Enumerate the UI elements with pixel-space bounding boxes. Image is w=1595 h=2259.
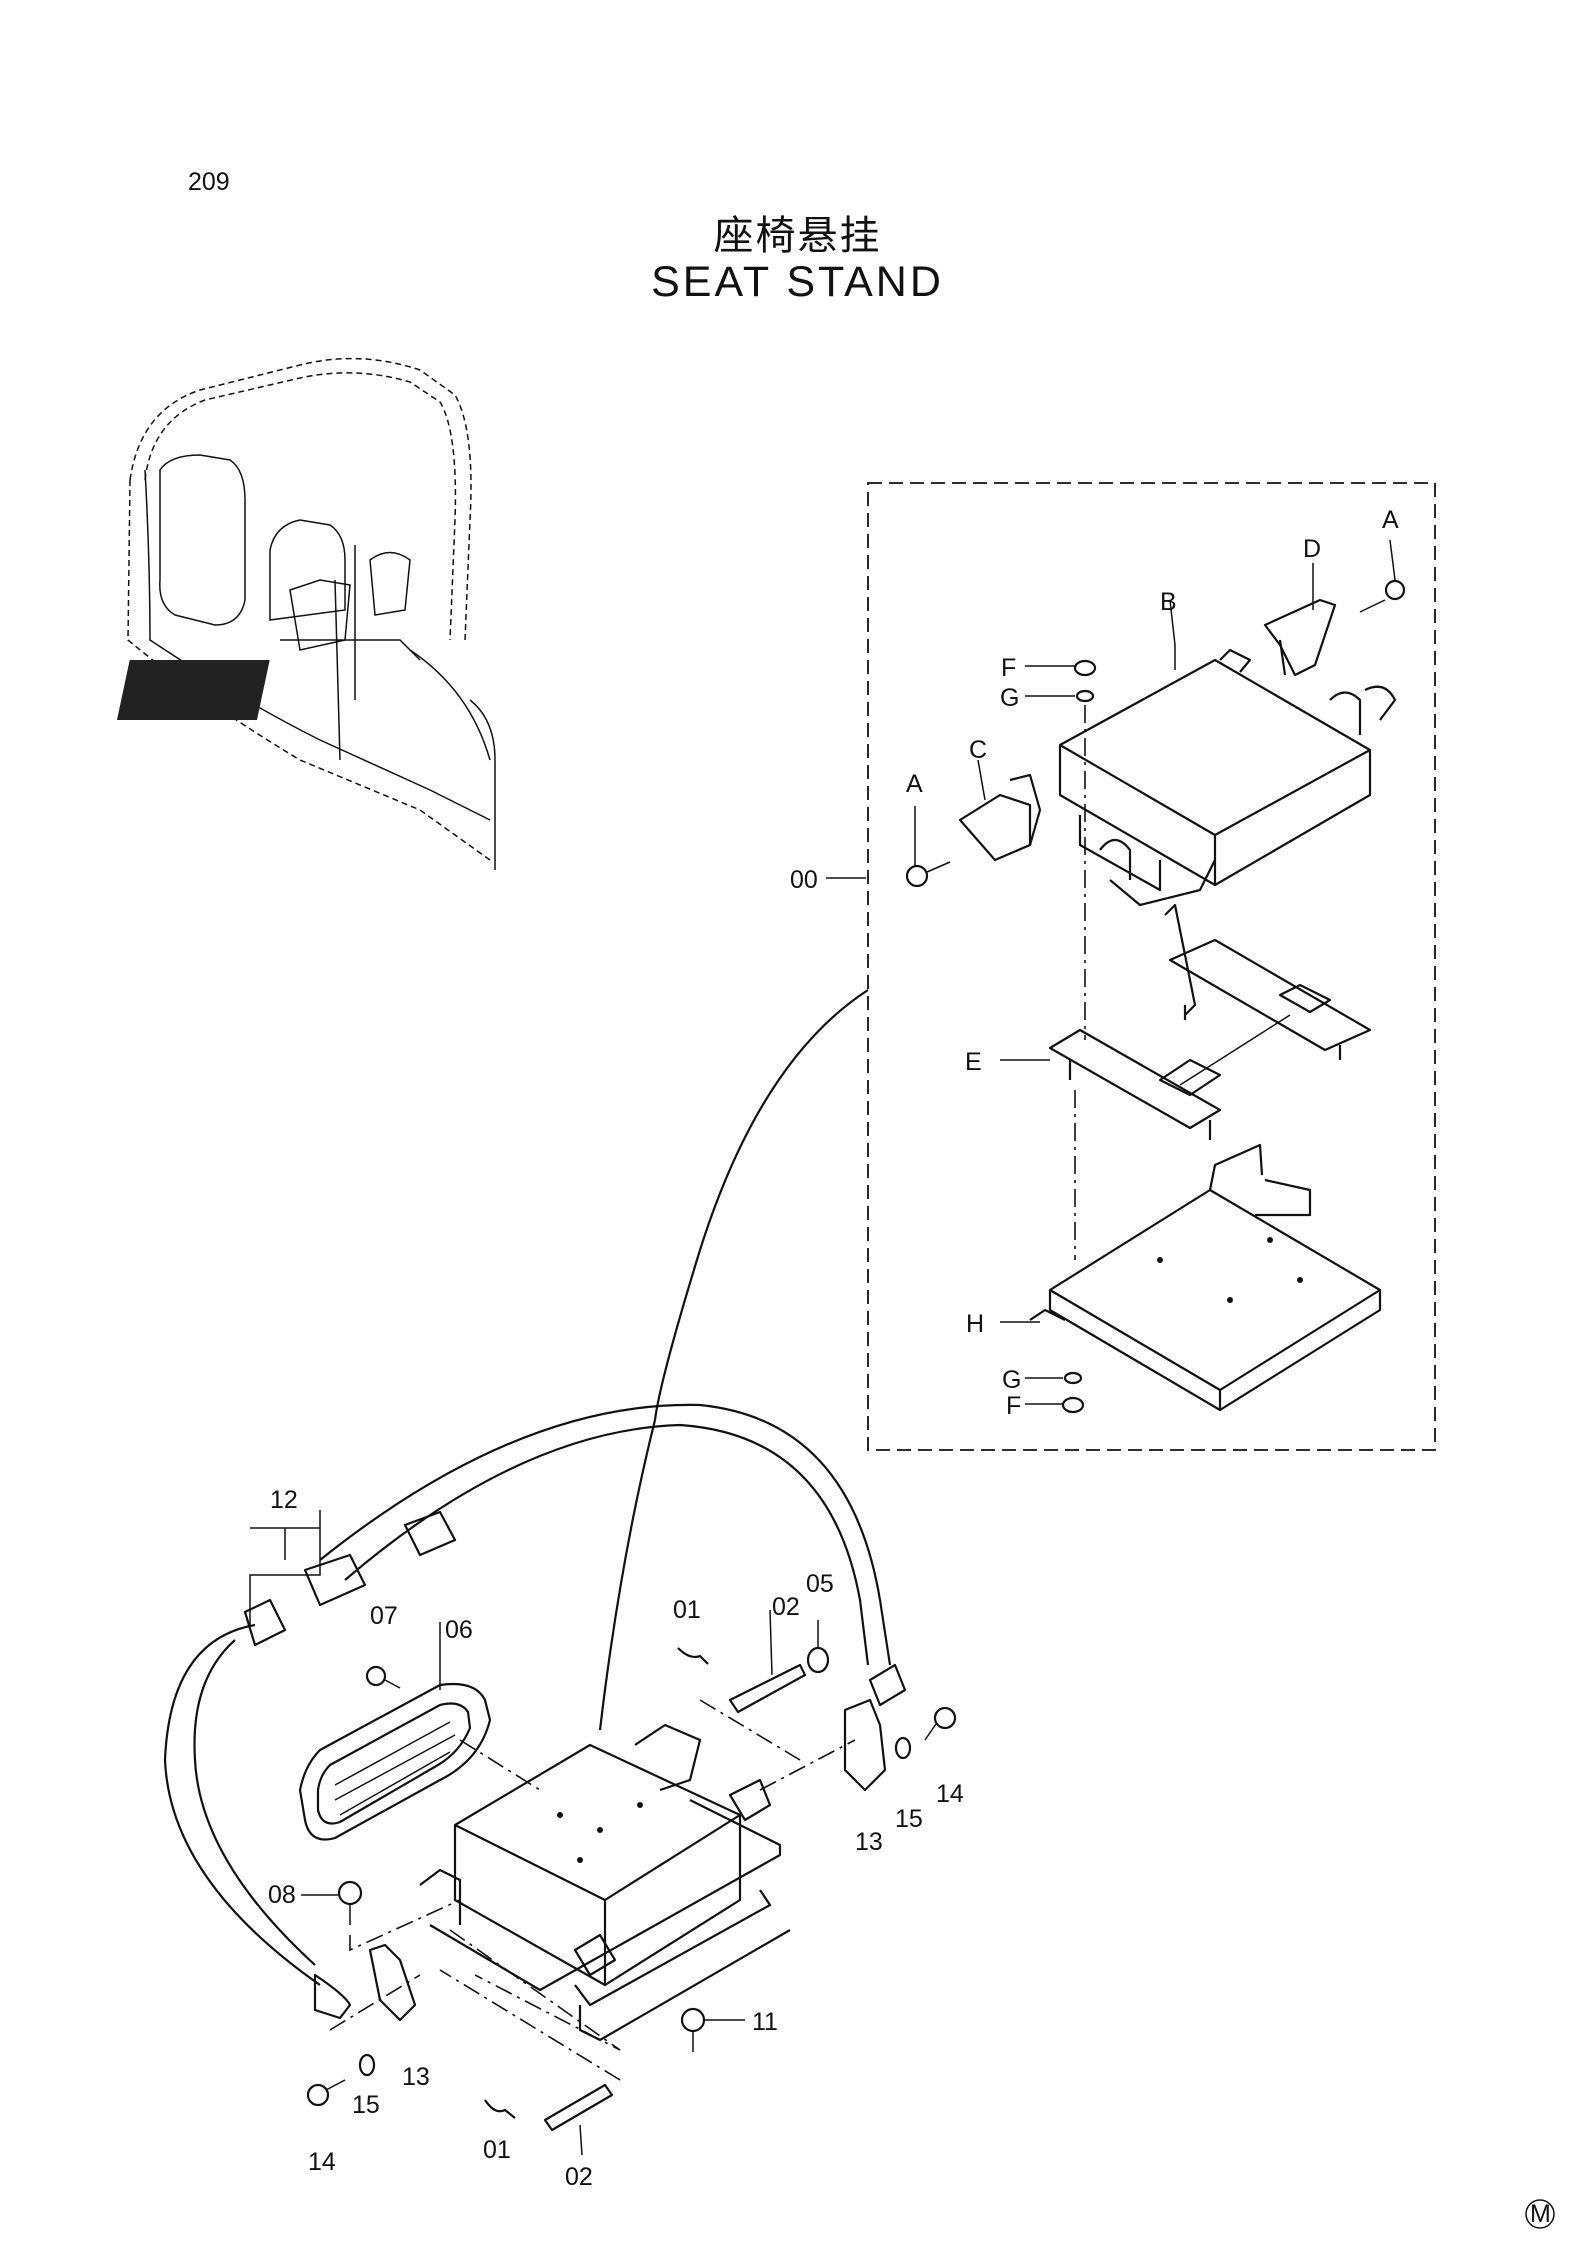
part-06-cover-plate — [298, 1682, 492, 1841]
callout-07: 07 — [370, 1602, 398, 1630]
callout-01-bottom: 01 — [483, 2136, 511, 2164]
seat-stand-assembly — [419, 1723, 791, 2042]
callout-a-left: A — [906, 770, 923, 798]
part-15-washer-right — [894, 1736, 912, 1760]
part-11-bolt — [680, 2007, 706, 2052]
callout-13-right: 13 — [855, 1828, 883, 1856]
part-12-seat-belt — [163, 1403, 907, 2020]
bolt-07 — [365, 1665, 401, 1689]
callout-02-bottom: 02 — [565, 2163, 593, 2191]
circled-m-mark: M — [1525, 2199, 1555, 2229]
part-01-pin-top — [677, 1647, 709, 1665]
part-h-base-plate — [1029, 1143, 1382, 1412]
bolt-a-top — [1359, 579, 1406, 613]
cab-overview-illustration — [116, 357, 496, 870]
callout-g-bottom: G — [1002, 1366, 1021, 1394]
callout-b: B — [1160, 588, 1177, 616]
callout-00: 00 — [790, 866, 818, 894]
part-13-bracket-right — [843, 1698, 887, 1792]
assembly-00-boundary — [867, 482, 1436, 1451]
callout-02-top: 02 — [772, 1593, 800, 1621]
part-08-bolt — [337, 1880, 363, 1925]
callout-d: D — [1303, 535, 1321, 563]
callout-f-top: F — [1001, 654, 1016, 682]
callout-14-left: 14 — [308, 2148, 336, 2176]
washer-g-top — [1075, 689, 1095, 703]
part-d-bracket — [1263, 598, 1337, 677]
callout-e: E — [965, 1048, 982, 1076]
page-number: 209 — [188, 168, 230, 196]
part-c-bracket — [958, 773, 1042, 862]
callout-c: C — [969, 736, 987, 764]
callout-11: 11 — [752, 2008, 778, 2036]
callout-g-top: G — [1000, 684, 1019, 712]
part-e-slide-rail — [1048, 903, 1372, 1140]
callout-14-right: 14 — [936, 1780, 964, 1808]
callout-h: H — [966, 1310, 984, 1338]
callout-01-top: 01 — [673, 1596, 701, 1624]
nut-f-bottom — [1061, 1396, 1085, 1414]
part-02-pin-top — [728, 1663, 807, 1714]
callout-15-left: 15 — [352, 2091, 380, 2119]
bolt-a-left — [905, 861, 951, 888]
part-14-bolt-left — [306, 2079, 346, 2107]
callout-08: 08 — [268, 1881, 296, 1909]
callout-a-top: A — [1382, 506, 1399, 534]
callout-f-bottom: F — [1006, 1392, 1021, 1420]
callout-05: 05 — [806, 1570, 834, 1598]
page-title-chinese: 座椅悬挂 — [713, 213, 882, 259]
part-b-seat-frame — [1058, 648, 1397, 907]
mark-letter: M — [1530, 2200, 1551, 2228]
part-02-pin-bottom — [543, 2083, 614, 2132]
part-14-bolt-right — [924, 1706, 957, 1741]
callout-12: 12 — [270, 1486, 298, 1514]
callout-06: 06 — [445, 1616, 473, 1644]
part-01-pin-bottom — [484, 2099, 516, 2119]
page-title-english: SEAT STAND — [651, 258, 944, 306]
nut-f-top — [1073, 659, 1097, 677]
part-15-washer-left — [358, 2053, 376, 2077]
callout-15-right: 15 — [895, 1805, 923, 1833]
callout-13-left: 13 — [402, 2063, 430, 2091]
washer-g-bottom — [1063, 1371, 1083, 1385]
part-05-washer — [806, 1646, 830, 1674]
